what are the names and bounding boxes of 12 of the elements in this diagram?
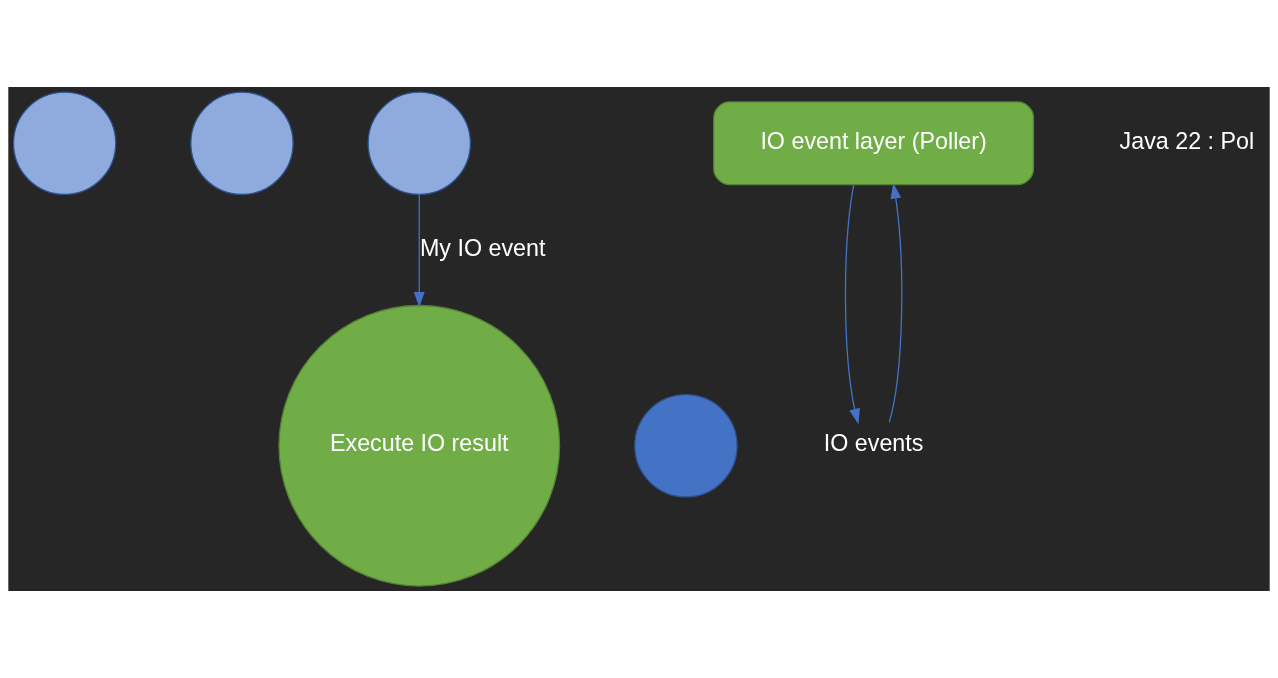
arrow (844, 184, 860, 425)
node-circle (12, 91, 117, 196)
arrow (413, 193, 425, 308)
node-text: IO events (823, 430, 924, 457)
node-box: IO event layer (Poller) (713, 101, 1035, 186)
arrow (888, 183, 903, 423)
node-circle (190, 91, 294, 196)
node-circle (367, 91, 472, 196)
edge-label: My IO event (419, 234, 546, 261)
node-circle (634, 394, 738, 498)
label: Java 22 : Pol (1119, 128, 1255, 154)
node-circle: Execute IO result (278, 304, 561, 587)
